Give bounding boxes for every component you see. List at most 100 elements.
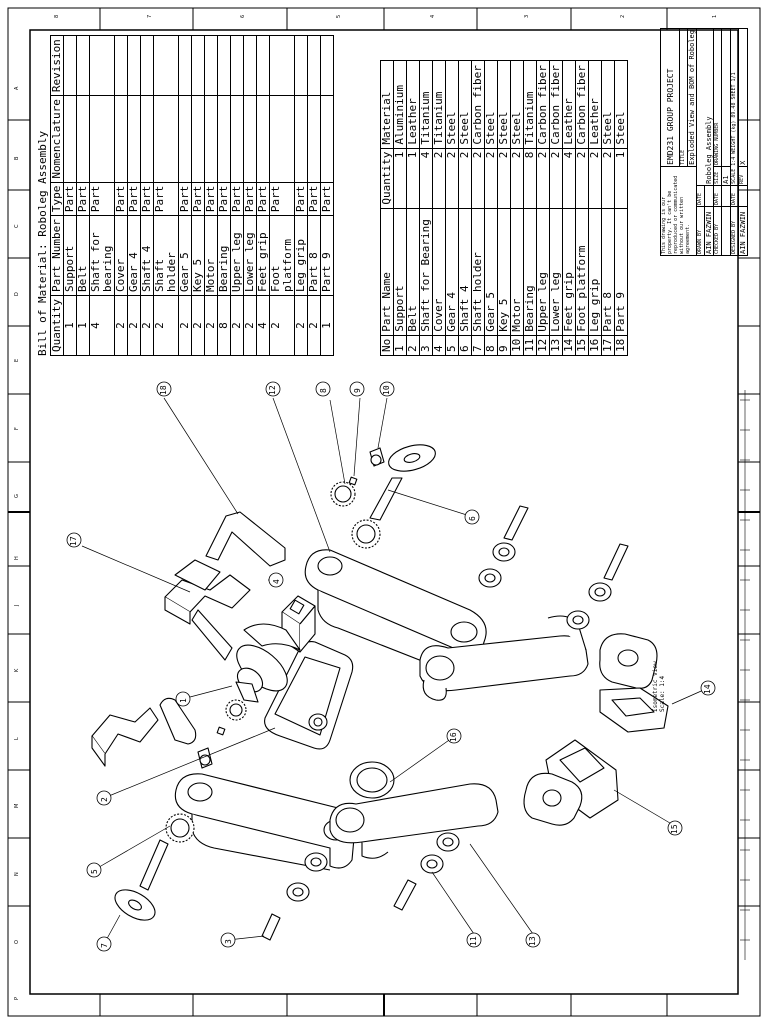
bom-cell-type: Part — [140, 182, 154, 216]
bom-cell-quantity: 2 — [140, 295, 154, 356]
scale-ruler — [740, 390, 750, 960]
disc-plates — [114, 444, 436, 921]
part-8-bracket — [164, 511, 286, 661]
bom-cell-nomenclature — [127, 95, 141, 183]
parts-cell-quantity: 1 — [406, 148, 420, 209]
shafts — [139, 477, 629, 941]
bom-cell-part-number: Feet grip — [256, 215, 270, 296]
title-block-table: This drawing is our property. It can't b… — [660, 28, 748, 256]
bom-cell-nomenclature — [89, 95, 115, 183]
parts-cell-material: Steel — [510, 60, 524, 149]
balloon-12: 12 — [268, 385, 277, 395]
bom-cell-quantity: 1 — [76, 295, 90, 356]
bom-cell-revision — [63, 35, 77, 96]
bom-cell-type: Part — [320, 182, 334, 216]
balloon-18: 18 — [159, 385, 168, 395]
zone-side-k: K — [14, 668, 20, 672]
zone-top-5: 5 — [336, 14, 342, 18]
bom-cell-revision — [127, 35, 141, 96]
drawing-subtitle: Roboleg Assembly — [696, 28, 714, 186]
parts-cell-quantity: 4 — [419, 148, 433, 209]
bom-cell-part-number: Gear 4 — [127, 215, 141, 296]
parts-cell-material: Leather — [562, 60, 576, 149]
parts-cell-no: 9 — [497, 335, 511, 356]
bom-cell-type: Part — [76, 182, 90, 216]
bill-of-material: Bill of Material: Roboleg Assembly Quant… — [36, 35, 334, 356]
bom-cell-revision — [320, 35, 334, 96]
bom-cell-part-number: Bearing — [217, 215, 231, 296]
parts-cell-quantity: 8 — [523, 148, 537, 209]
foot-platform-bottom — [523, 739, 619, 826]
bom-cell-nomenclature — [178, 95, 192, 183]
parts-cell-name: Support — [393, 208, 407, 336]
checked-date-label: DATE — [713, 185, 722, 207]
parts-cell-name: Foot platform — [575, 208, 589, 336]
belt — [243, 623, 301, 651]
bom-cell-revision — [217, 35, 231, 96]
bom-cell-revision — [114, 35, 128, 96]
bom-cell-revision — [89, 35, 115, 96]
parts-header-material: Material — [380, 60, 394, 149]
scale-weight-sheet: SCALE 1:4 WEIGHT (kg) 89.48 SHEET 1/1 — [730, 28, 739, 186]
zone-side-p: P — [14, 996, 20, 1000]
bom-cell-quantity: 2 — [114, 295, 128, 356]
zone-side-e: E — [14, 358, 20, 362]
weight-value: WEIGHT (kg) 89.48 — [731, 102, 737, 154]
balloon-14: 14 — [703, 684, 712, 694]
parts-cell-material: Carbon fiber — [549, 60, 563, 149]
parts-cell-material: Titanium — [419, 60, 433, 149]
parts-cell-name: Part 8 — [601, 208, 615, 336]
parts-cell-no: 3 — [419, 335, 433, 356]
bom-cell-quantity: 2 — [153, 295, 179, 356]
bom-cell-part-number: Cover — [114, 215, 128, 296]
rev-label: REV — [738, 166, 748, 186]
bom-cell-revision — [191, 35, 205, 96]
lower-leg-bottom — [329, 783, 499, 859]
parts-cell-quantity: 2 — [432, 148, 446, 209]
title-label: TITLE — [679, 28, 688, 167]
parts-cell-no: 10 — [510, 335, 524, 356]
bom-cell-quantity: 2 — [127, 295, 141, 356]
bom-cell-revision — [307, 35, 321, 96]
bom-cell-revision — [204, 35, 218, 96]
drawn-date-label: DATE — [696, 185, 705, 207]
parts-cell-no: 15 — [575, 335, 589, 356]
bom-cell-nomenclature — [243, 95, 257, 183]
rev-value: X — [738, 28, 748, 167]
bom-cell-nomenclature — [307, 95, 321, 183]
sheet-size: A1 — [721, 166, 731, 186]
project-name: EMD231 GROUP PROJECT — [660, 28, 680, 167]
upper-leg-bottom — [174, 773, 356, 871]
bom-cell-type: Part — [243, 182, 257, 216]
parts-cell-name: Gear 5 — [484, 208, 498, 336]
bom-cell-quantity: 2 — [230, 295, 244, 356]
zone-top-2: 2 — [620, 14, 626, 18]
parts-cell-quantity: 2 — [510, 148, 524, 209]
zone-side-o: O — [14, 940, 20, 944]
parts-cell-material: Leather — [406, 60, 420, 149]
bom-header-type: Type — [50, 182, 64, 216]
zone-top-6: 6 — [240, 14, 246, 18]
drawn-by-label: DRAWN BY — [696, 206, 705, 256]
sheet-value: SHEET 1/1 — [731, 72, 737, 100]
bom-cell-revision — [178, 35, 192, 96]
bom-header-revision: Revision — [50, 35, 64, 96]
parts-header-row: No Part Name Quantity Material — [380, 60, 394, 356]
zone-top-4: 4 — [430, 14, 436, 18]
parts-cell-quantity: 1 — [393, 148, 407, 209]
bom-cell-part-number: Foot platform — [269, 215, 295, 296]
zone-top-8: 8 — [54, 14, 60, 18]
zone-side-h: H — [14, 556, 20, 560]
zone-side-a: A — [14, 86, 20, 90]
